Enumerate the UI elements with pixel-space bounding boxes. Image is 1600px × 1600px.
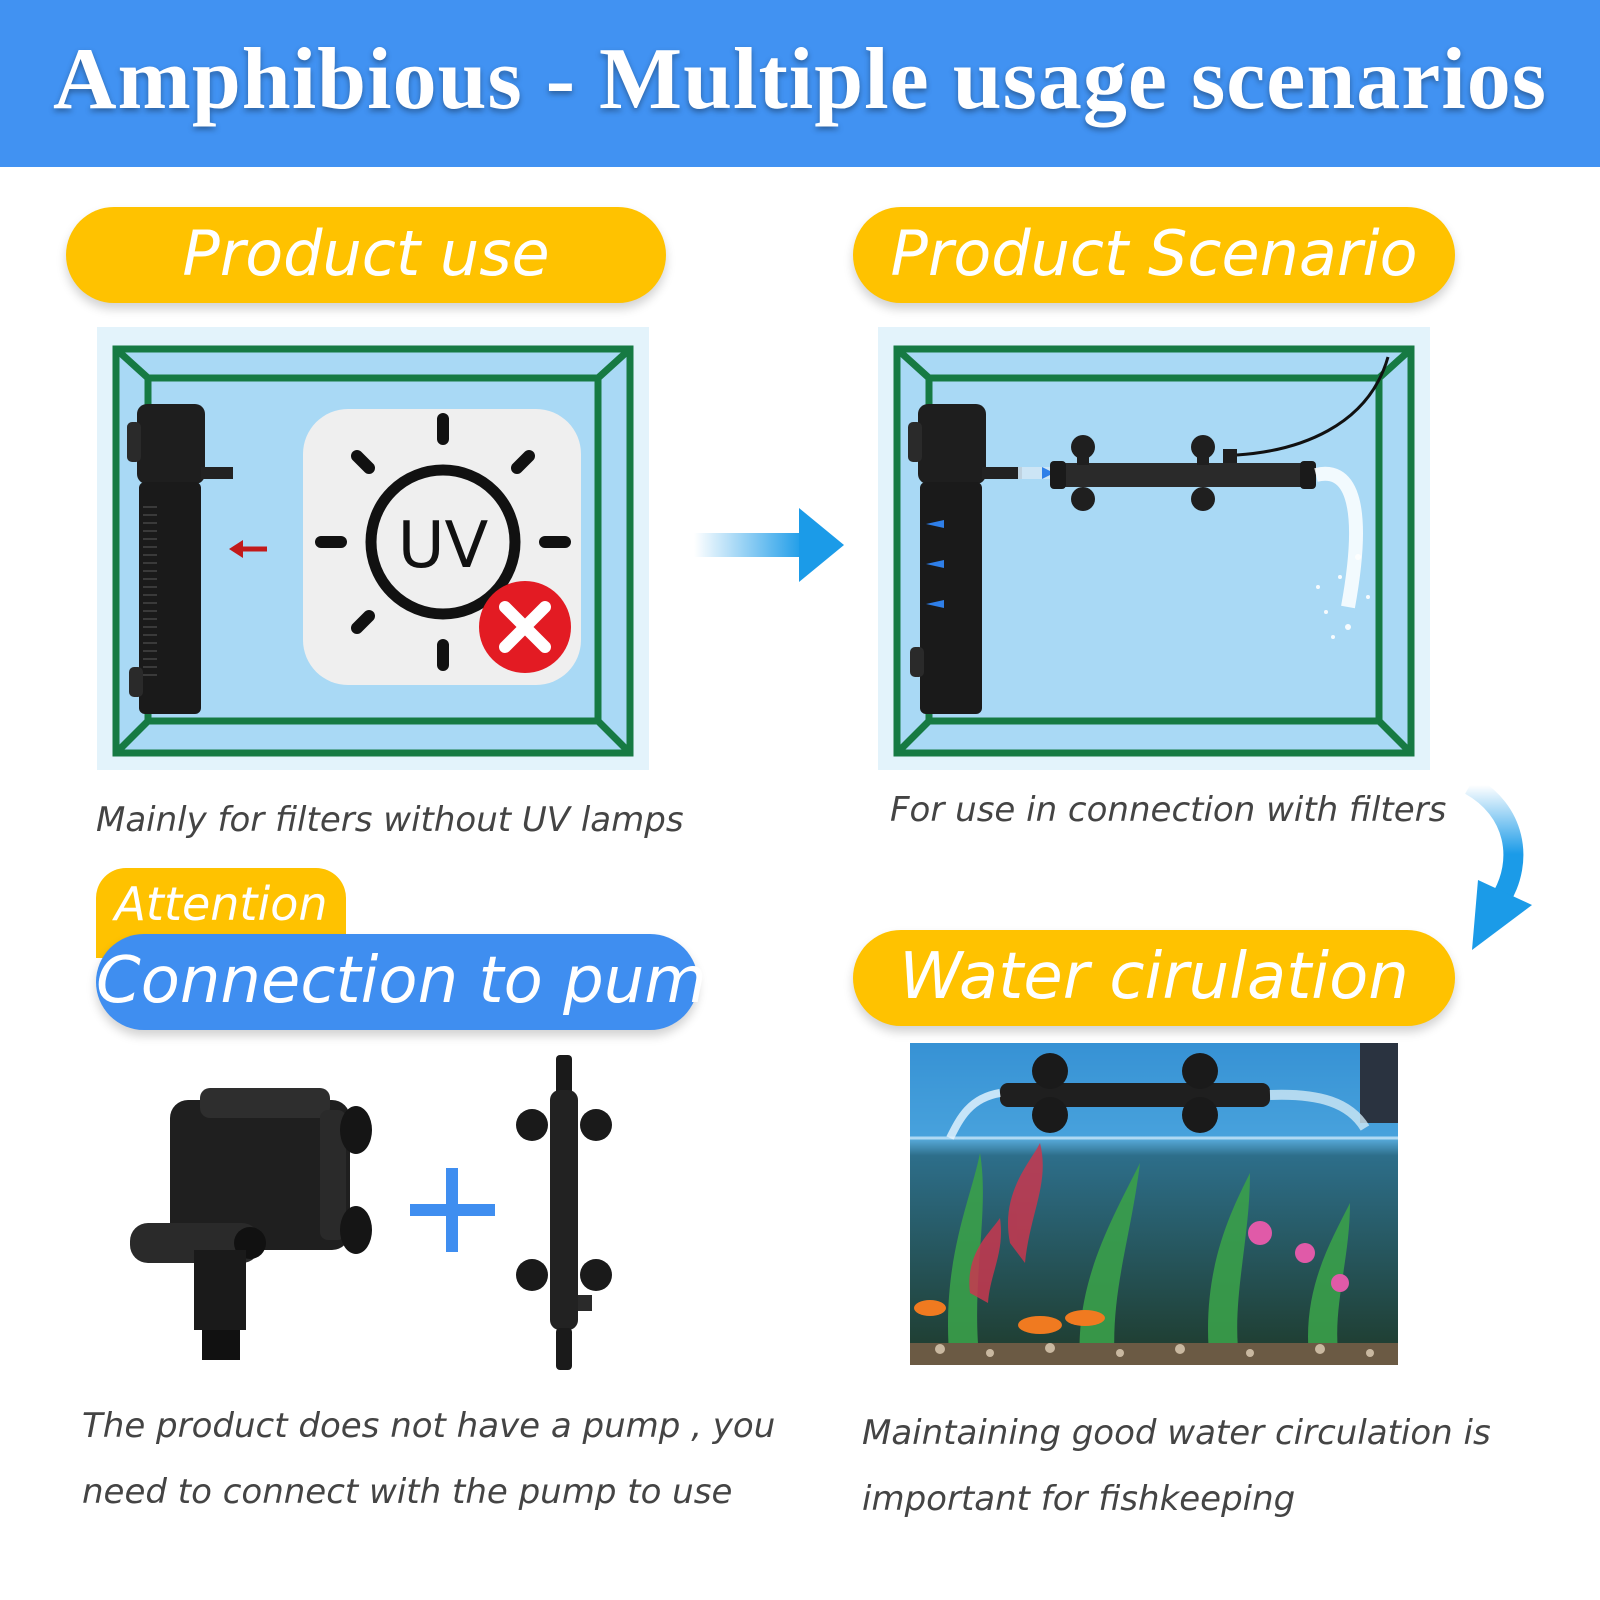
connection-caption-line-1: The product does not have a pump , you xyxy=(82,1406,776,1446)
header-banner xyxy=(0,0,1600,167)
curved-down-arrow-icon xyxy=(1460,780,1550,955)
aquarium-photo xyxy=(910,1043,1398,1365)
pump-plus-uv-illustration xyxy=(120,1050,640,1380)
internal-filter xyxy=(908,404,1022,714)
product-scenario-pill: Product Scenario xyxy=(853,207,1455,303)
water-circulation-pill: Water cirulation xyxy=(853,930,1455,1026)
connection-caption: The product does not have a pump , you n… xyxy=(82,1393,782,1525)
uv-sterilizer-unit xyxy=(516,1055,612,1370)
product-use-caption: Mainly for filters without UV lamps xyxy=(96,800,684,840)
page-title: Amphibious - Multiple usage scenarios xyxy=(52,31,1548,128)
uv-sterilizer-unit xyxy=(1050,356,1390,511)
connection-caption-line-2: need to connect with the pump to use xyxy=(82,1472,733,1512)
product-use-pill: Product use xyxy=(66,207,666,303)
product-scenario-caption: For use in connection with filters xyxy=(890,790,1447,830)
plus-icon xyxy=(410,1168,495,1252)
right-arrow-icon xyxy=(694,500,854,590)
water-stream xyxy=(1314,466,1370,639)
water-caption-line-2: important for fishkeeping xyxy=(862,1479,1296,1519)
product-use-panel: UV xyxy=(97,327,649,770)
water-caption: Maintaining good water circulation is im… xyxy=(862,1400,1562,1532)
uv-sterilizer-unit xyxy=(1000,1053,1270,1133)
flow-arrow-icon xyxy=(229,540,267,558)
prohibited-x-icon xyxy=(479,581,571,673)
connection-to-pump-pill: Connection to pump xyxy=(96,934,747,1030)
uv-label: UV xyxy=(398,509,489,583)
water-pump xyxy=(130,1088,372,1360)
water-caption-line-1: Maintaining good water circulation is xyxy=(862,1413,1491,1453)
internal-filter xyxy=(127,404,233,714)
product-scenario-panel xyxy=(878,327,1430,770)
